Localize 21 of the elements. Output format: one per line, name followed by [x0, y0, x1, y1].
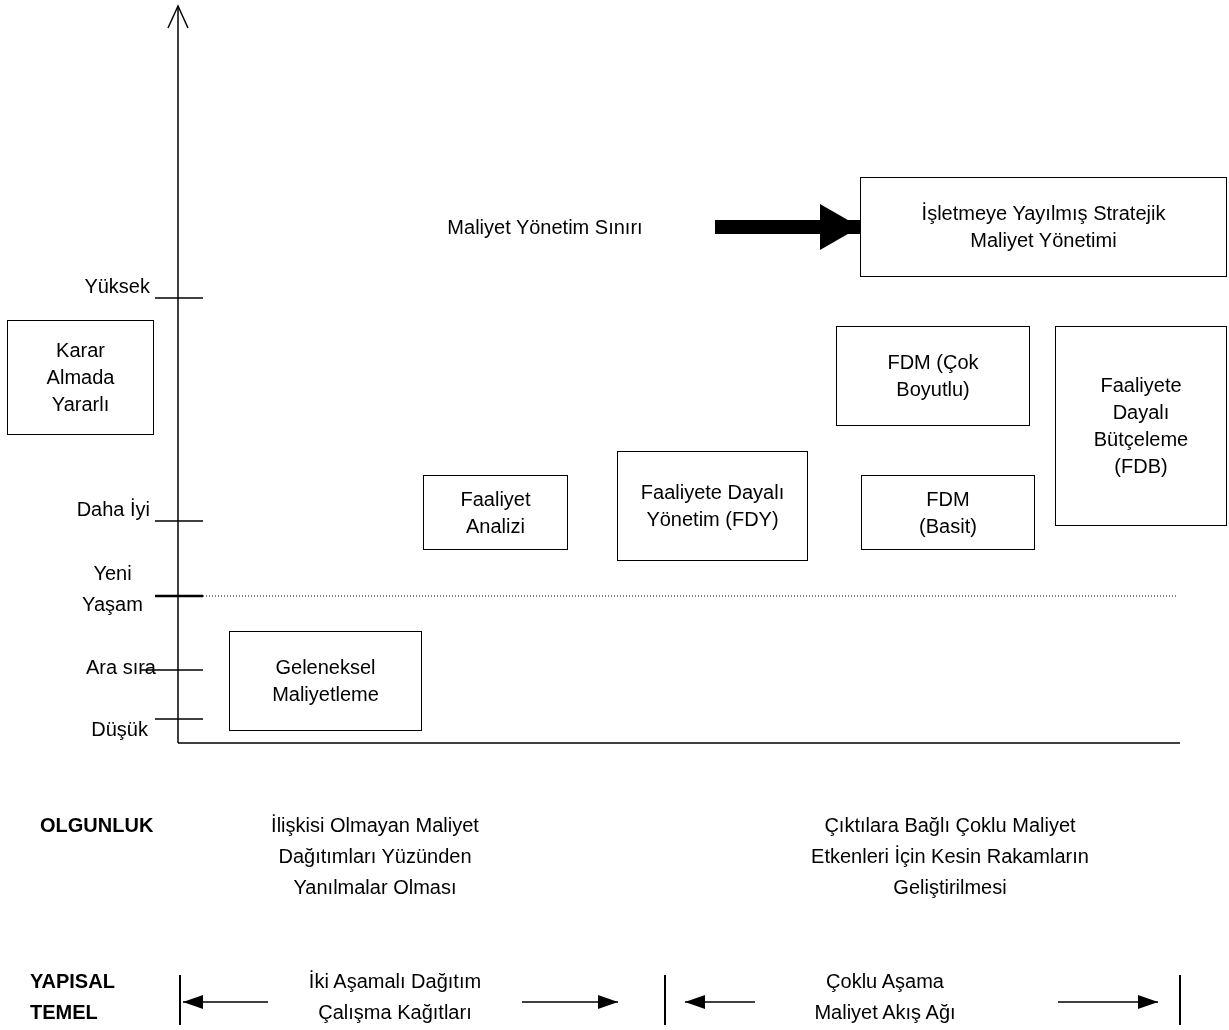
- stage-box: Faaliyet Analizi: [423, 475, 568, 550]
- axis-label: Ara sıra: [84, 655, 156, 680]
- description-text: Çıktılara Bağlı Çoklu Maliyet Etkenleri İçin Kesin Rakamların Geliştirilmesi: [810, 813, 1090, 900]
- axis-label: Yüksek: [83, 274, 150, 299]
- range-text: Çoklu Aşama Maliyet Akış Ağı: [813, 969, 957, 1025]
- stage-box: Geleneksel Maliyetleme: [229, 631, 422, 731]
- row-heading: YAPISAL TEMEL: [30, 969, 116, 1025]
- stage-box: Faaliyete Dayalı Bütçeleme (FDB): [1055, 326, 1227, 526]
- axis-label: Düşük: [90, 717, 148, 742]
- stage-box: İşletmeye Yayılmış Stratejik Maliyet Yönetimi: [860, 177, 1227, 277]
- stage-box: FDM (Basit): [861, 475, 1035, 550]
- axis-label: Daha İyi: [75, 497, 150, 522]
- stage-box: Faaliyete Dayalı Yönetim (FDY): [617, 451, 808, 561]
- axis-label: Yeni Yaşam: [81, 561, 144, 617]
- stage-box: Karar Almada Yararlı: [7, 320, 154, 435]
- row-heading: OLGUNLUK: [40, 813, 155, 838]
- arrow: [715, 204, 860, 250]
- range-text: İki Aşamalı Dağıtım Çalışma Kağıtları: [307, 969, 483, 1025]
- stage-box: FDM (Çok Boyutlu): [836, 326, 1030, 426]
- description-text: İlişkisi Olmayan Maliyet Dağıtımları Yüzünden Yanılmalar Olması: [270, 813, 480, 900]
- frontier-label: Maliyet Yönetim Sınırı: [405, 210, 685, 244]
